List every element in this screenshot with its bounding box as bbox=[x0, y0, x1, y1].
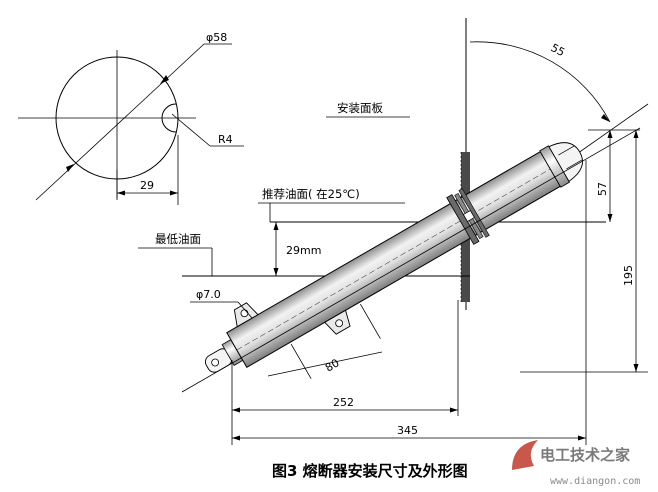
radius-r4-label: R4 bbox=[218, 133, 233, 146]
end-view bbox=[18, 43, 244, 205]
vertical-dimensions bbox=[520, 129, 648, 373]
angle-55-label: 55 bbox=[549, 41, 567, 59]
dim-29-label: 29 bbox=[140, 179, 154, 192]
mounting-panel-label: 安装面板 bbox=[337, 101, 383, 115]
horizontal-dimensions bbox=[231, 160, 587, 445]
watermark-logo-icon bbox=[512, 440, 538, 470]
fuse-body bbox=[204, 142, 583, 379]
angle-arc bbox=[469, 41, 611, 123]
figure-caption: 图3 熔断器安装尺寸及外形图 bbox=[272, 462, 468, 480]
diameter-58-label: φ58 bbox=[206, 31, 227, 44]
min-oil-label: 最低油面 bbox=[155, 232, 201, 246]
diameter-7-label: φ7.0 bbox=[196, 288, 221, 301]
recommended-oil-label: 推荐油面( 在25℃) bbox=[262, 187, 360, 201]
watermark-brand: 电工技术之家 bbox=[540, 446, 630, 464]
dim-252-label: 252 bbox=[333, 396, 354, 409]
dim-80-label: 80 bbox=[323, 356, 342, 374]
watermark-url: www.diangon.com bbox=[550, 476, 640, 487]
dim-345-label: 345 bbox=[397, 424, 418, 437]
watermark: 电工技术之家 www.diangon.com bbox=[512, 440, 640, 487]
dim-29mm-label: 29mm bbox=[286, 244, 321, 257]
dim-195-label: 195 bbox=[622, 265, 635, 286]
dim-57-label: 57 bbox=[596, 182, 609, 196]
r4-notch bbox=[161, 103, 177, 133]
